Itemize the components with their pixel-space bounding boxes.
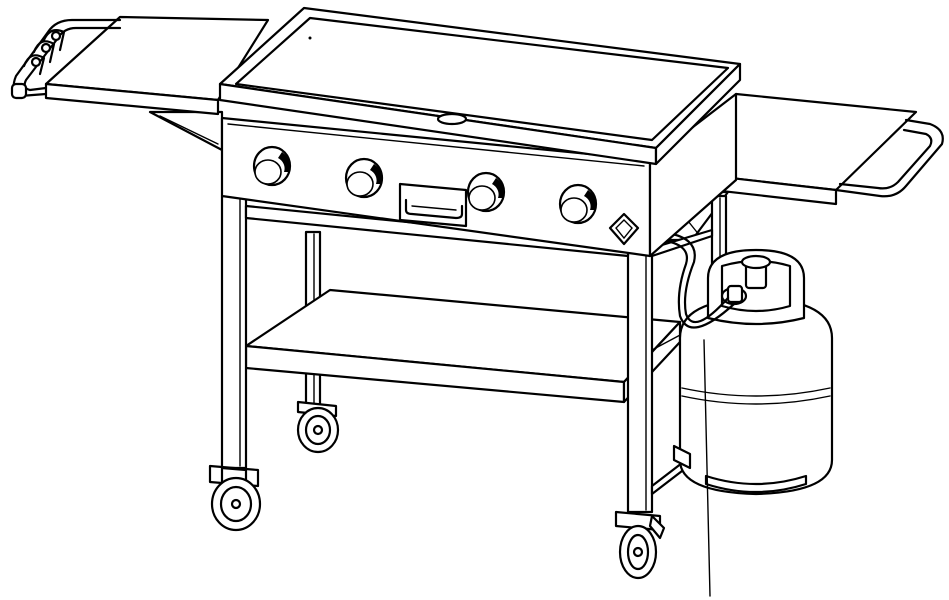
caster-front-right	[614, 510, 666, 580]
front-right-leg	[626, 246, 654, 514]
griddle-top	[218, 6, 742, 166]
tank-foot-ring	[704, 474, 808, 494]
tank-valve-handwheel	[740, 254, 772, 270]
caster-back-right	[672, 444, 692, 470]
left-shelf-handle	[10, 18, 122, 100]
left-shelf-bracket	[148, 110, 224, 152]
burner-knob-2[interactable]	[344, 157, 384, 199]
burner-knob-1[interactable]	[252, 145, 292, 187]
grease-tray-handle[interactable]	[398, 182, 468, 228]
griddle-cooking-surface	[234, 16, 730, 142]
right-handle-bar-inner	[838, 128, 933, 190]
cart-frame	[220, 194, 728, 514]
front-left-leg	[220, 194, 248, 470]
caster-front-left	[208, 464, 262, 532]
left-side-shelf	[44, 15, 270, 152]
griddle-side-edge	[654, 62, 742, 166]
grease-hole	[436, 112, 468, 126]
firebox-side	[648, 92, 738, 258]
caster-back-left	[296, 400, 340, 454]
burner-knob-4[interactable]	[558, 183, 598, 225]
firebox	[220, 92, 738, 258]
igniter-button[interactable]	[608, 212, 640, 246]
right-shelf-handle	[834, 118, 944, 198]
propane-tank	[648, 224, 834, 597]
gas-hose	[658, 230, 730, 324]
right-handle-bar-outer	[834, 118, 944, 198]
burner-knob-3[interactable]	[466, 171, 506, 213]
callout-leader-line	[703, 339, 711, 597]
